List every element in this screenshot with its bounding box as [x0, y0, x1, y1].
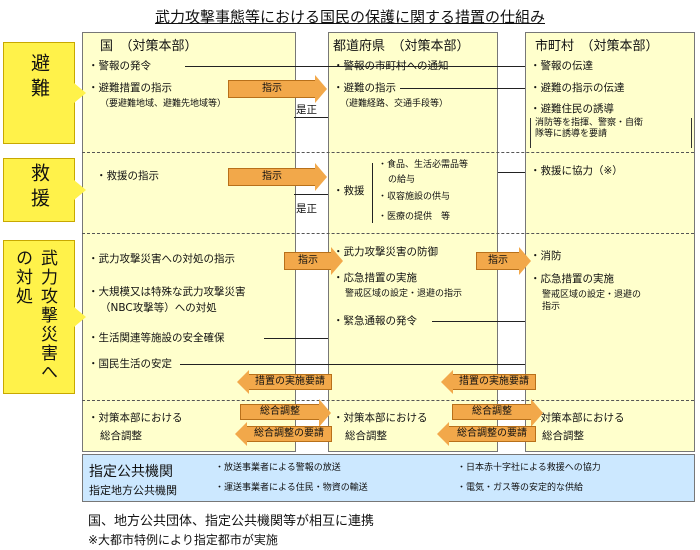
section-divider — [82, 152, 694, 153]
municipality-column — [525, 32, 695, 452]
prefecture-coordination-line2: 総合調整 — [345, 430, 387, 442]
prefecture-emergency: ・応急措置の実施 — [333, 272, 417, 284]
relief-coop-line — [498, 172, 525, 173]
relief-bracket — [372, 163, 373, 223]
designated-subtitle: 指定地方公共機関 — [89, 484, 177, 497]
relief-item: ・食品、生活必需品等 — [378, 160, 469, 170]
national-facility: ・生活関連等施設の安全確保 — [88, 332, 225, 344]
guidance-note-line: 消防等を指揮、警察・自衛 — [535, 118, 644, 128]
instruct-arrow-label: 指示 — [488, 255, 508, 266]
prefecture-header: 都道府県 （対策本部） — [333, 39, 470, 54]
national-coordination-line2: 総合調整 — [100, 430, 142, 442]
correction-label: 是正 — [296, 104, 317, 116]
national-alert: ・警報の発令 — [88, 60, 151, 72]
instruct-arrow-label: 指示 — [262, 171, 282, 182]
coordinate-arrow: 総合調整 — [240, 399, 331, 427]
guidance-note-box: 消防等を指揮、警察・自衛 隊等に誘導を要請 — [530, 118, 692, 148]
prefecture-evac-order: ・避難の指示 — [333, 82, 396, 94]
category-evacuation: 避難 — [3, 42, 86, 144]
instruct-arrow-label: 指示 — [298, 255, 318, 266]
alert-flow-line — [185, 66, 525, 67]
designated-item: ・電気・ガス等の安定的な供給 — [457, 483, 584, 493]
category-relief: 救援 — [3, 158, 86, 222]
evac-relay-line — [400, 88, 525, 89]
prefecture-evac-note: （避難経路、交通手段等） — [340, 99, 449, 109]
designated-item: ・日本赤十字社による救援への協力 — [457, 463, 601, 473]
coordinate-arrow: 総合調整 — [452, 399, 543, 427]
municipality-alert: ・警報の伝達 — [530, 60, 593, 72]
instruct-arrow: 指示 — [228, 75, 327, 103]
coordinate-request-arrow-label: 総合調整の要請 — [457, 428, 527, 439]
section-divider — [82, 233, 694, 234]
coordinate-request-arrow: 総合調整の要請 — [235, 422, 332, 446]
municipality-header: 市町村 （対策本部） — [535, 39, 659, 54]
relief-item: ・医療の提供 等 — [378, 212, 451, 222]
national-coordination-line1: ・対策本部における — [88, 412, 183, 424]
coordinate-arrow-label: 総合調整 — [260, 406, 300, 417]
category-disaster-label: 武力攻撃災害への対処 — [12, 249, 57, 382]
national-disaster-order: ・武力攻撃災害への対処の指示 — [88, 253, 235, 265]
designated-item: ・運送事業者による住民・物資の輸送 — [215, 483, 368, 493]
category-disaster: 武力攻撃災害への対処 — [3, 240, 86, 394]
request-arrow-label: 措置の実施要請 — [255, 376, 325, 387]
national-evac-note: （要避難地域、避難先地域等） — [100, 99, 227, 109]
stability-flow-line — [180, 364, 525, 365]
instruct-arrow: 指示 — [284, 247, 343, 275]
designated-title: 指定公共機関 — [89, 464, 173, 480]
instruct-arrow: 指示 — [476, 247, 531, 275]
designated-institutions-box: 指定公共機関 指定地方公共機関 ・放送事業者による警報の放送 ・運送事業者による… — [82, 454, 695, 502]
national-nbc-line1: ・大規模又は特殊な武力攻撃災害 — [88, 286, 246, 298]
category-relief-label: 救援 — [28, 163, 50, 213]
municipality-emergency-note: 指示 — [542, 302, 561, 312]
prefecture-emergency-note: 警戒区域の設定・退避の指示 — [345, 289, 463, 299]
section-divider — [82, 400, 694, 401]
request-arrow-label: 措置の実施要請 — [459, 376, 529, 387]
national-relief: ・救援の指示 — [96, 170, 159, 182]
guidance-note-line: 隊等に誘導を要請 — [535, 129, 608, 139]
request-arrow: 措置の実施要請 — [441, 370, 536, 394]
notify-flow-line — [450, 66, 525, 67]
prefecture-notice: ・緊急通報の発令 — [333, 315, 417, 327]
coordinate-request-arrow-label: 総合調整の要請 — [254, 428, 324, 439]
facility-flow-line — [264, 338, 328, 339]
national-evac-order: ・避難措置の指示 — [88, 82, 172, 94]
relief-item: ・収容施設の供与 — [378, 192, 451, 202]
instruct-arrow-label: 指示 — [262, 83, 282, 94]
correction-line — [294, 117, 328, 118]
municipality-firefight: ・消防 — [530, 250, 562, 262]
correction-label: 是正 — [296, 203, 317, 215]
designated-item: ・放送事業者による警報の放送 — [215, 463, 341, 473]
notice-flow-line — [432, 321, 525, 322]
footer-coordination: 国、地方公共団体、指定公共機関等が相互に連携 — [88, 514, 375, 529]
instruct-arrow: 指示 — [228, 163, 327, 191]
request-arrow: 措置の実施要請 — [237, 370, 332, 394]
relief-line — [294, 194, 328, 195]
national-header: 国 （対策本部） — [100, 39, 198, 54]
footer-note: ※大都市特例により指定都市が実施 — [88, 533, 278, 547]
coordinate-arrow-label: 総合調整 — [472, 406, 512, 417]
relief-item: の給与 — [388, 175, 416, 185]
municipality-guidance: ・避難住民の誘導 — [530, 103, 614, 115]
municipality-evac-relay: ・避難の指示の伝達 — [530, 82, 625, 94]
municipality-coordination-line2: 総合調整 — [542, 430, 584, 442]
coordinate-request-arrow: 総合調整の要請 — [437, 422, 536, 446]
prefecture-defense: ・武力攻撃災害の防御 — [333, 246, 438, 258]
municipality-emergency: ・応急措置の実施 — [530, 273, 614, 285]
municipality-coordination-line1: ・対策本部における — [530, 412, 625, 424]
prefecture-relief: ・救援 — [333, 185, 365, 197]
category-evacuation-label: 避難 — [28, 53, 50, 103]
page-title: 武力攻撃事態等における国民の保護に関する措置の仕組み — [154, 8, 545, 26]
national-stability: ・国民生活の安定 — [88, 358, 172, 370]
national-nbc-line2: （NBC攻撃等）への対処 — [100, 302, 217, 314]
municipality-emergency-note: 警戒区域の設定・退避の — [542, 290, 642, 300]
municipality-relief: ・救援に協力（※） — [530, 165, 623, 177]
prefecture-coordination-line1: ・対策本部における — [333, 412, 428, 424]
